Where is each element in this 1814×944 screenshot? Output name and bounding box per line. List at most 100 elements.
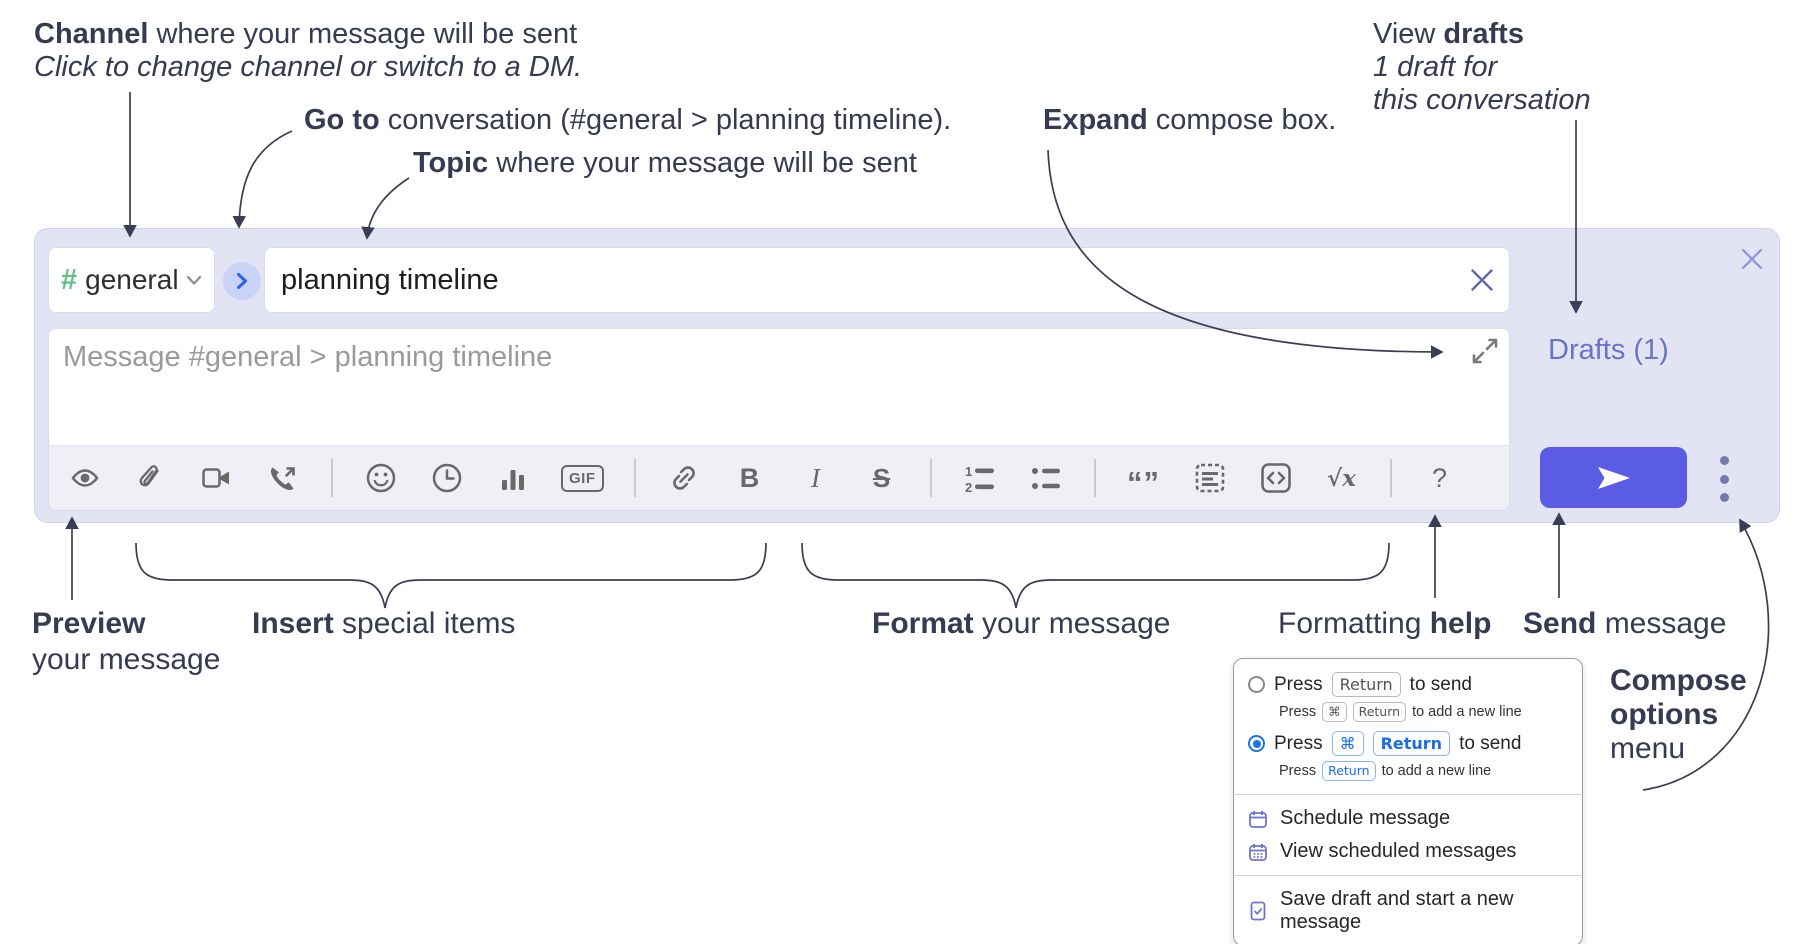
go-to-conversation-button[interactable] bbox=[223, 262, 261, 300]
chevron-down-icon bbox=[186, 275, 202, 286]
toolbar-divider bbox=[331, 459, 333, 497]
emoji-icon[interactable] bbox=[363, 460, 399, 496]
gif-icon[interactable]: GIF bbox=[561, 460, 604, 496]
channel-annotation-bold: Channel bbox=[34, 18, 149, 50]
math-label: √x bbox=[1327, 464, 1356, 492]
option-press-return[interactable]: Press Return to send bbox=[1234, 669, 1582, 700]
format-annotation: Format your message bbox=[872, 606, 1170, 642]
topic-input[interactable] bbox=[279, 262, 1469, 298]
hash-icon: # bbox=[61, 263, 78, 296]
svg-text:2: 2 bbox=[965, 480, 972, 495]
new-line-label: to add a new line bbox=[1381, 763, 1492, 779]
format-annotation-bold: Format bbox=[872, 607, 974, 640]
close-compose-icon[interactable] bbox=[1738, 245, 1766, 273]
toolbar-divider bbox=[1389, 459, 1392, 497]
expand-compose-icon[interactable] bbox=[1470, 336, 1500, 366]
brace-insert bbox=[135, 542, 767, 609]
popup-divider bbox=[1234, 794, 1582, 795]
toolbar-divider bbox=[929, 459, 932, 497]
channel-annotation: Channel where your message will be sent … bbox=[34, 18, 582, 84]
message-area: GIF B I S 12 “” √x bbox=[48, 328, 1510, 511]
send-annotation: Send message bbox=[1523, 606, 1726, 642]
arrow-goto bbox=[232, 130, 293, 229]
save-draft-item[interactable]: Save draft and start a new message bbox=[1234, 883, 1582, 939]
expand-annotation-rest: compose box. bbox=[1147, 104, 1337, 136]
view-drafts-bold: drafts bbox=[1443, 18, 1524, 50]
help-label: ? bbox=[1431, 462, 1448, 493]
send-options-popup: Press Return to send Press ⌘ Return to a… bbox=[1233, 658, 1583, 944]
insert-annotation: Insert special items bbox=[252, 606, 515, 642]
brace-format bbox=[801, 542, 1390, 609]
video-call-icon[interactable] bbox=[199, 460, 235, 496]
new-line-label: to add a new line bbox=[1412, 704, 1522, 720]
send-annotation-bold: Send bbox=[1523, 607, 1597, 640]
goto-annotation-rest: conversation (#general > planning timeli… bbox=[379, 104, 952, 136]
cmd-key: ⌘ bbox=[1322, 702, 1347, 722]
send-button[interactable] bbox=[1540, 447, 1687, 508]
svg-text:1: 1 bbox=[965, 464, 972, 479]
strikethrough-label: S bbox=[872, 462, 891, 493]
voice-call-icon[interactable] bbox=[265, 460, 301, 496]
view-drafts-line3: this conversation bbox=[1373, 84, 1591, 116]
radio-selected-icon[interactable] bbox=[1248, 735, 1265, 752]
toolbar-divider bbox=[633, 459, 636, 497]
ellipsis-dot bbox=[1719, 474, 1729, 484]
view-scheduled-messages-label: View scheduled messages bbox=[1280, 840, 1517, 862]
save-draft-label: Save draft and start a new message bbox=[1280, 888, 1514, 933]
topic-annotation: Topic where your message will be sent bbox=[413, 147, 917, 180]
quote-icon[interactable]: “” bbox=[1126, 460, 1162, 500]
option-press-return-sub: Press ⌘ Return to add a new line bbox=[1234, 700, 1582, 728]
view-drafts-line2: 1 draft for bbox=[1373, 51, 1498, 83]
channel-annotation-line2: Click to change channel or switch to a D… bbox=[34, 51, 583, 83]
message-input[interactable] bbox=[49, 329, 1509, 445]
preview-eye-icon[interactable] bbox=[67, 460, 103, 496]
compose-options-line2: options bbox=[1610, 698, 1719, 731]
bulleted-list-icon[interactable] bbox=[1028, 460, 1064, 496]
radio-unselected-icon[interactable] bbox=[1248, 676, 1265, 693]
clear-topic-icon[interactable] bbox=[1469, 267, 1495, 293]
drafts-link[interactable]: Drafts (1) bbox=[1548, 334, 1669, 366]
math-icon[interactable]: √x bbox=[1324, 460, 1360, 496]
link-icon[interactable] bbox=[666, 460, 702, 496]
poll-icon[interactable] bbox=[495, 460, 531, 496]
return-key: Return bbox=[1352, 702, 1407, 722]
schedule-message-label: Schedule message bbox=[1280, 807, 1451, 829]
preview-annotation-bold: Preview bbox=[32, 607, 146, 640]
option-press-cmd-return[interactable]: Press ⌘ Return to send bbox=[1234, 728, 1582, 759]
spoiler-icon[interactable] bbox=[1192, 460, 1228, 496]
calendar-grid-icon bbox=[1248, 842, 1268, 862]
bold-icon[interactable]: B bbox=[732, 460, 768, 496]
topic-annotation-bold: Topic bbox=[413, 147, 489, 179]
topic-annotation-rest: where your message will be sent bbox=[488, 147, 917, 179]
compose-options-menu-button[interactable] bbox=[1712, 456, 1736, 502]
draft-save-icon bbox=[1248, 901, 1268, 921]
code-icon[interactable] bbox=[1258, 460, 1294, 496]
preview-annotation-line2: your message bbox=[32, 643, 221, 676]
global-time-icon[interactable] bbox=[429, 460, 465, 496]
expand-annotation: Expand compose box. bbox=[1043, 104, 1336, 137]
schedule-message-item[interactable]: Schedule message bbox=[1234, 802, 1582, 835]
view-scheduled-messages-item[interactable]: View scheduled messages bbox=[1234, 835, 1582, 868]
attach-file-icon[interactable] bbox=[133, 460, 169, 496]
expand-annotation-bold: Expand bbox=[1043, 104, 1148, 136]
view-drafts-annotation: View drafts 1 draft for this conversatio… bbox=[1373, 18, 1591, 117]
preview-annotation: Preview your message bbox=[32, 606, 220, 678]
option-press-cmd-return-sub: Press Return to add a new line bbox=[1234, 759, 1582, 787]
chevron-right-icon bbox=[237, 273, 247, 289]
goto-annotation-bold: Go to bbox=[304, 104, 380, 136]
compose-options-line3: menu bbox=[1610, 732, 1686, 765]
send-annotation-rest: message bbox=[1596, 607, 1727, 640]
channel-name: general bbox=[85, 264, 179, 295]
press-label: Press bbox=[1279, 704, 1317, 720]
channel-selector[interactable]: # general bbox=[48, 247, 215, 313]
ellipsis-dot bbox=[1719, 456, 1729, 465]
compose-options-annotation: Compose options menu bbox=[1610, 664, 1747, 766]
strikethrough-icon[interactable]: S bbox=[864, 460, 900, 496]
help-icon[interactable]: ? bbox=[1422, 460, 1458, 496]
italic-icon[interactable]: I bbox=[798, 460, 834, 496]
insert-annotation-bold: Insert bbox=[252, 607, 334, 640]
return-key: Return bbox=[1331, 672, 1401, 697]
topic-input-box bbox=[264, 247, 1510, 313]
return-key: Return bbox=[1372, 731, 1451, 756]
